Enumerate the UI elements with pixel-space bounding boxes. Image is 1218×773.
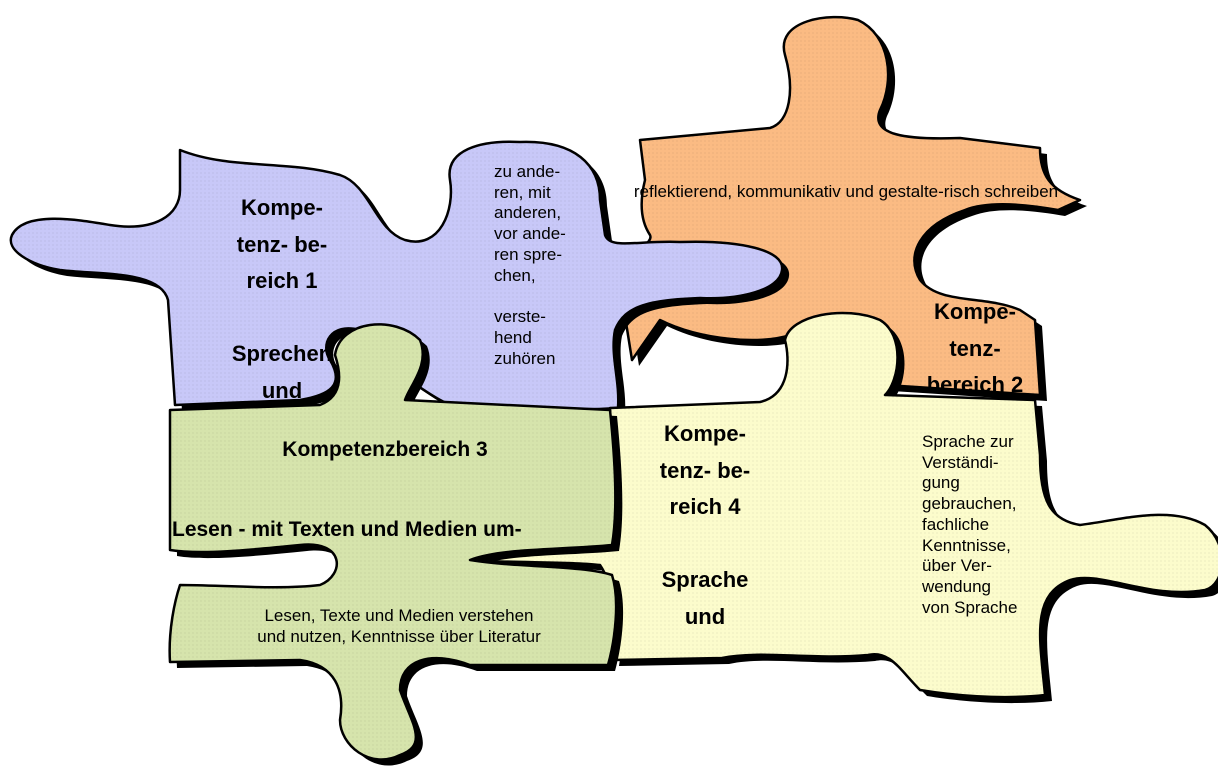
yellow-heading-line: reich 4 [669,494,741,520]
yellow-description-line: Kenntnisse, [922,535,1011,555]
yellow-description-line: gung [922,473,960,493]
purple-description-line [494,286,602,307]
purple-heading-line: reich 1 [246,268,318,294]
yellow-heading-line: Kompe- [664,421,746,446]
yellow-puzzle-piece [438,311,1218,704]
orange-heading: Kompe- tenz- bereich 2 [920,294,1030,402]
orange-heading-line: bereich 2 [926,372,1024,398]
purple-description-line: ren, mit [494,182,551,202]
green-description: Lesen, Texte und Medien verstehen und nu… [192,606,606,654]
green-description-line: und nutzen, Kenntnisse über Literatur [257,626,541,646]
purple-puzzle-piece [9,140,790,416]
yellow-description-line: Sprache zur [922,432,1014,451]
purple-description-line: verste- [494,307,546,327]
purple-description-line: hend [494,327,532,347]
yellow-description-line: fachliche [922,514,990,534]
yellow-heading: Kompe- tenz- be- reich 4 Sprache und [640,416,770,678]
yellow-heading-line: und [684,603,726,629]
yellow-description-line: von Sprache [922,597,1018,617]
purple-description-line: zu ande- [494,162,561,181]
green-subheading: Lesen - mit Texten und Medien um- [172,518,522,541]
purple-description-line: ren spre- [494,244,563,264]
purple-description-line: zuhören [494,348,556,368]
yellow-description-line: Verständi- [922,452,999,472]
orange-heading-line: Kompe- [934,299,1016,324]
purple-description: zu ande- ren, mit anderen, vor ande- ren… [494,162,602,430]
yellow-description: Sprache zur Verständi- gung gebrauchen, … [922,432,1042,680]
purple-description-line: anderen, [494,203,562,223]
yellow-heading-line: tenz- be- [659,457,751,483]
orange-heading-line: tenz- [949,335,1001,361]
purple-description-line: chen, [494,265,536,285]
purple-heading-line: Sprechen [231,341,333,367]
green-heading: Kompetenzbereich 3 [282,438,488,461]
yellow-description-line: über Ver- [922,556,992,576]
yellow-heading-line [640,526,770,563]
purple-heading-line: und [261,377,303,403]
yellow-heading-line: Sprache [661,567,749,593]
yellow-description-line: wendung [922,577,992,597]
purple-heading-line: tenz- be- [236,231,328,257]
purple-heading-line [218,300,346,337]
orange-description: reflektierend, kommunikativ und gestalte… [633,182,1059,201]
purple-heading-line: Kompe- [241,195,323,220]
purple-heading: Kompe- tenz- be- reich 1 Sprechen und [218,190,346,426]
purple-description-line: vor ande- [494,224,566,244]
yellow-description-line: gebrauchen, [922,494,1017,514]
green-description-line: Lesen, Texte und Medien verstehen [264,606,534,625]
green-puzzle-piece [168,323,624,766]
